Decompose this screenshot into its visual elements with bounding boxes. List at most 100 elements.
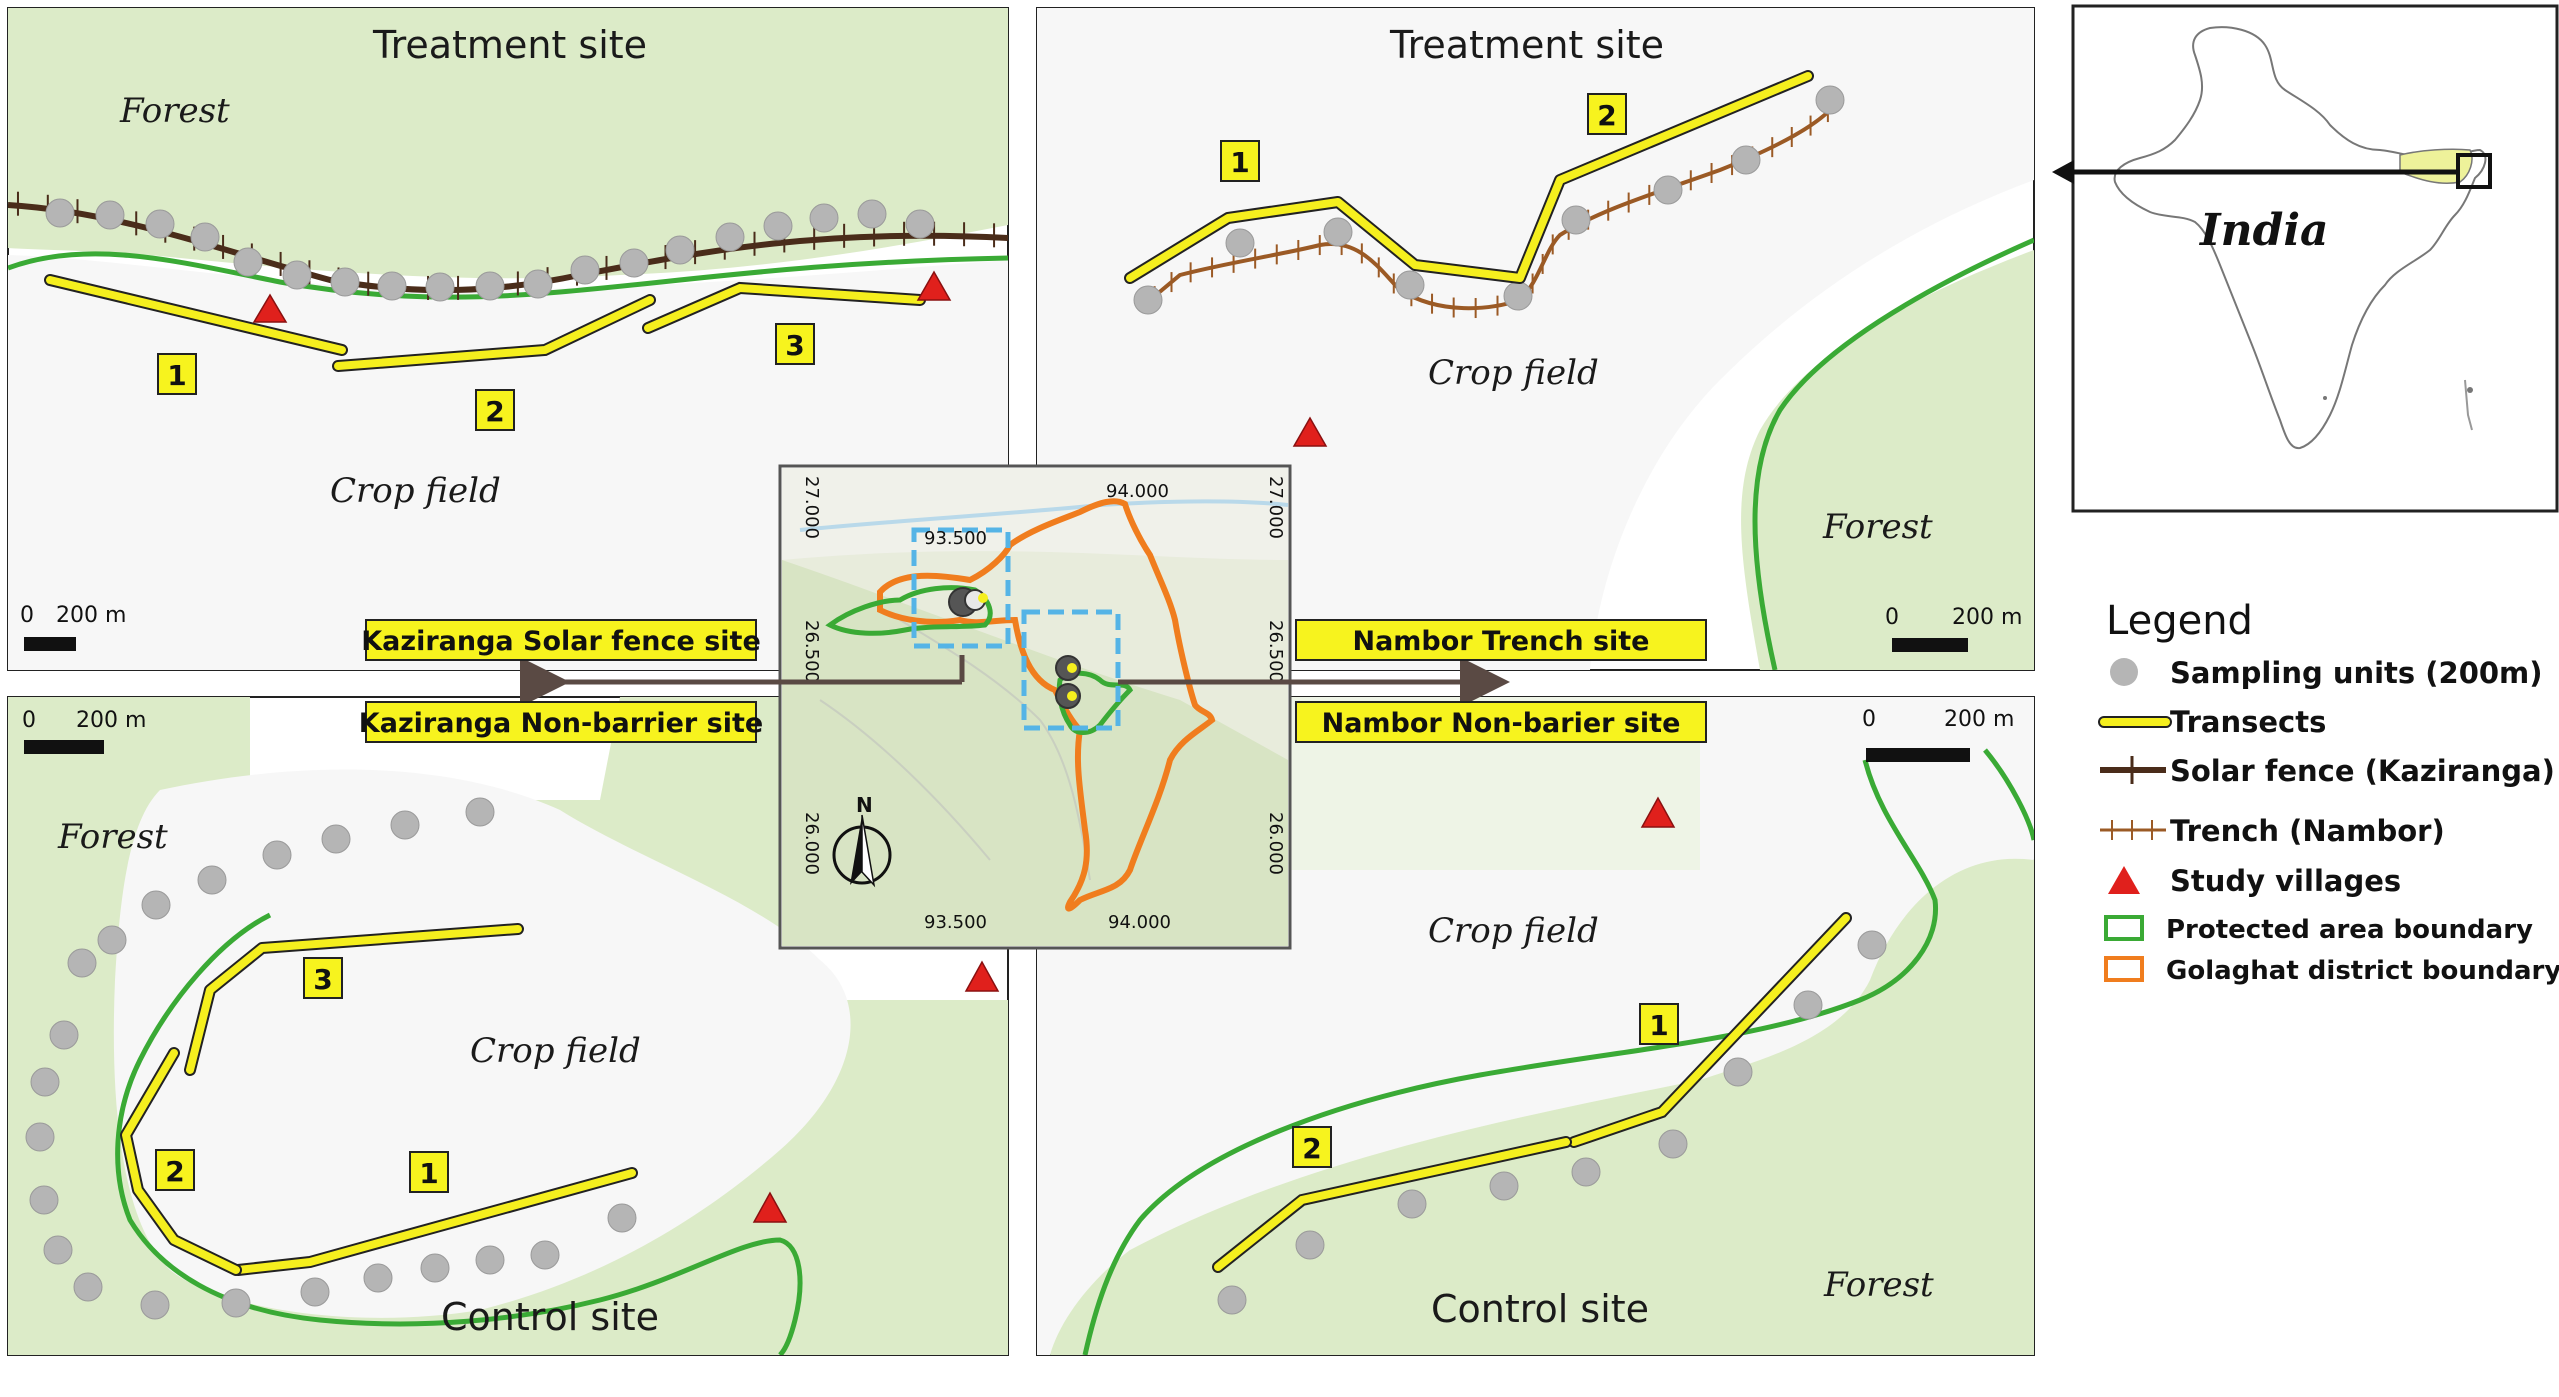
focus-box-kaziranga [911,527,1011,649]
village-marker [752,1191,788,1223]
transect-number: 2 [485,395,504,428]
village-marker [916,270,952,301]
legend-label: Sampling units (200m) [2170,656,2543,690]
sampling-unit [465,797,495,827]
site-label-kaziranga-solar: Kaziranga Solar fence site [361,626,761,657]
panel-title: Treatment site [1389,23,1664,67]
site-labels: Kaziranga Solar fence site Nambor Trench… [359,619,1707,743]
scale-distance: 200 m [1952,605,2022,630]
panel-kaziranga-control: Control site Forest Crop field 1 2 3 0 2… [7,696,1009,1356]
sampling-unit [665,235,695,265]
village-marker [1640,796,1676,828]
sampling-units-group [1217,930,1887,1315]
inset-arrow-icon [2052,160,2074,184]
transect-number: 1 [167,359,186,392]
sampling-unit [140,1290,170,1320]
sampling-units-group [1133,85,1845,315]
sampling-unit [1857,930,1887,960]
forest-label: Forest [1823,1265,1934,1305]
scale-bar [24,637,76,651]
protected-area-boundary-line [1082,759,1939,1355]
site-label-nambor-nonbarrier: Nambor Non-barier site [1322,708,1681,739]
sampling-unit [570,255,600,285]
transect-1 [1570,914,1850,1146]
sampling-unit [1323,217,1353,247]
panel-title: Control site [441,1295,659,1339]
sampling-unit [905,209,935,239]
sampling-units-group [25,797,637,1320]
crop-field-label: Crop field [1428,353,1599,393]
scale-distance: 200 m [76,708,146,733]
panel-title: Control site [1431,1287,1649,1331]
lat-tick: 26.500 [1265,620,1286,683]
forest-label: Forest [57,817,168,857]
sampling-unit [73,1272,103,1302]
lat-tick: 26.000 [1265,812,1286,875]
scale-zero: 0 [1862,707,1876,732]
lat-tick: 26.500 [801,620,822,683]
sampling-unit [1295,1230,1325,1260]
crop-field-label: Crop field [330,471,501,511]
sampling-unit [45,198,75,228]
legend-label: Trench (Nambor) [2170,814,2445,848]
village-marker [252,293,288,323]
sampling-unit [1225,228,1255,258]
sampling-unit [262,840,292,870]
legend-title: Legend [2106,598,2253,644]
village-marker [1292,416,1328,447]
transect-number: 1 [1230,146,1249,179]
lon-tick: 94.000 [1108,912,1171,933]
sampling-unit [1503,281,1533,311]
scale-bar [1866,748,1970,762]
lat-tick: 27.000 [801,476,822,539]
legend-label: Study villages [2170,864,2401,898]
forest-label: Forest [119,91,230,131]
sampling-unit [475,271,505,301]
sampling-unit [715,222,745,252]
sampling-unit [420,1253,450,1283]
lat-tick: 27.000 [1265,476,1286,539]
sampling-unit [190,222,220,252]
country-label: India [2198,205,2329,256]
sampling-unit [1561,205,1591,235]
sampling-unit [25,1122,55,1152]
sampling-unit [30,1067,60,1097]
sampling-unit [330,267,360,297]
village-icon [2108,866,2140,894]
sampling-unit [1489,1171,1519,1201]
scale-distance: 200 m [1944,707,2014,732]
sampling-unit [1571,1157,1601,1187]
sampling-unit [97,925,127,955]
lon-tick: 93.500 [924,528,987,549]
scale-bar [24,740,104,754]
sampling-unit [300,1277,330,1307]
india-outline [2113,26,2487,450]
legend-label: Golaghat district boundary [2166,956,2559,986]
sampling-unit [1815,85,1845,115]
sampling-unit [1653,175,1683,205]
sampling-unit [1395,270,1425,300]
sampling-unit [1133,285,1163,315]
sampling-unit [523,269,553,299]
legend-label: Transects [2170,705,2326,739]
sampling-unit [67,948,97,978]
scale-distance: 200 m [56,603,126,628]
india-inset: India [2052,4,2559,513]
panel-kaziranga-treatment: Treatment site Forest Crop field 1 2 3 0… [7,7,1009,671]
focus-box-nambor [1021,609,1121,731]
transect-number: 2 [165,1155,184,1188]
sampling-unit [1723,1057,1753,1087]
sampling-unit [29,1185,59,1215]
sampling-unit [619,248,649,278]
legend-label: Protected area boundary [2166,915,2533,945]
sampling-unit [49,1020,79,1050]
sampling-unit [390,810,420,840]
sampling-unit [607,1203,637,1233]
sampling-unit [857,199,887,229]
scale-zero: 0 [1885,605,1899,630]
transect-2 [334,296,654,370]
protected-area-boundary-line [8,251,1008,300]
transect-number: 2 [1597,99,1616,132]
transect-1 [46,276,346,354]
legend: Legend Sampling units (200m) Transects S… [2098,598,2559,986]
